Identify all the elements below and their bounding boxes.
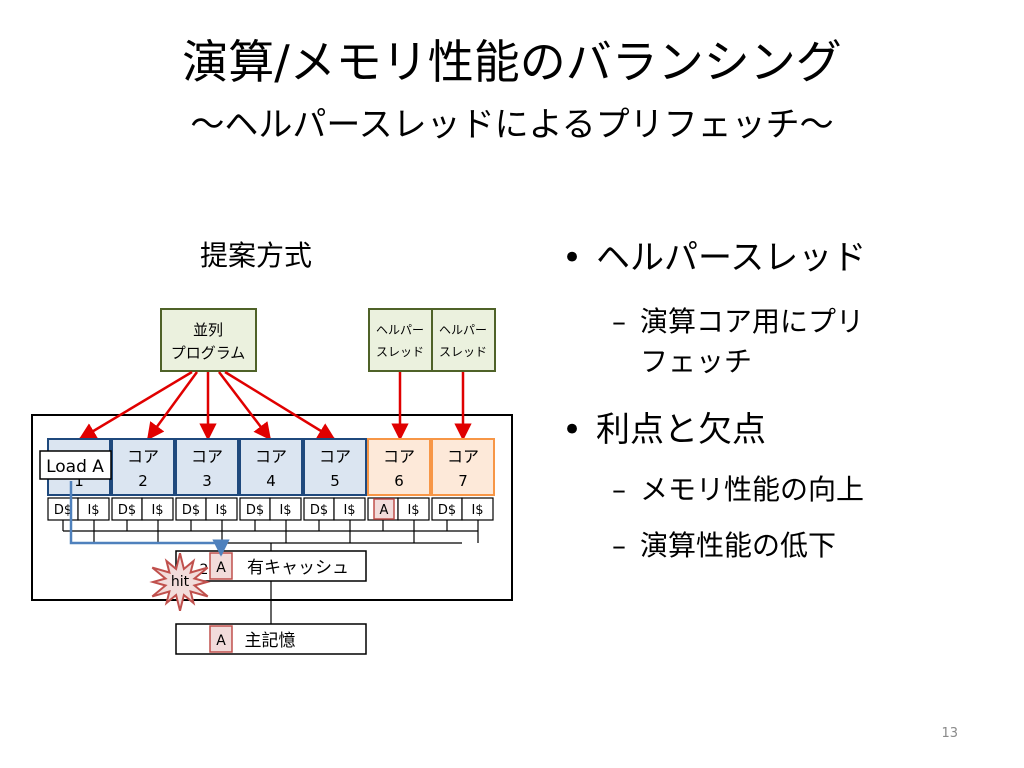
load-access-path — [69, 481, 230, 557]
icache-box — [205, 497, 238, 521]
shared-cache-box: 2 A 有キャッシュ — [175, 550, 367, 582]
dcache-label: D$ — [118, 503, 136, 518]
diagram-caption: 提案方式 — [200, 239, 313, 272]
shared-cache-label: 有キャッシュ — [247, 558, 349, 578]
icache-box — [77, 497, 110, 521]
icache-box — [461, 497, 494, 521]
thread-assignment-arrows — [78, 370, 472, 441]
sub-bullet-text: 演算性能の低下 — [640, 529, 837, 562]
helper-thread-line2: スレッド — [439, 345, 487, 359]
slide-subtitle: ～ヘルパースレッドによるプリフェッチ～ — [190, 105, 834, 145]
core-label: コア — [255, 447, 287, 466]
dcache-label: D$ — [438, 503, 456, 518]
sub-bullet-compute-down: – 演算性能の低下 — [612, 526, 837, 566]
core-number: 1 — [74, 472, 84, 490]
icache-label: I$ — [151, 503, 163, 518]
helper-thread-line1: ヘルパー — [439, 323, 487, 337]
dcache-label: D$ — [310, 503, 328, 518]
bullet-dot: • — [562, 238, 583, 278]
core-box — [239, 438, 303, 496]
chip-outline — [31, 414, 513, 601]
icache-label: I$ — [407, 503, 419, 518]
main-memory-box: A 主記憶 — [175, 623, 367, 655]
icache-box — [269, 497, 302, 521]
core-box — [303, 438, 367, 496]
core-label: コア — [447, 447, 479, 466]
core-7: コア 7D$ I$ — [431, 438, 495, 521]
core-number: 4 — [266, 472, 276, 490]
helper-thread-line1: ヘルパー — [376, 323, 424, 337]
helper-thread-box-1: ヘルパー スレッド — [368, 308, 433, 372]
prefetched-block-a-label: A — [380, 503, 389, 518]
bullet-pros-cons: • 利点と欠点 — [562, 408, 766, 452]
sub-bullet-dash: – — [612, 305, 626, 338]
core-3: コア 3D$ I$ — [175, 438, 239, 521]
core-number: 2 — [138, 472, 148, 490]
load-a-label: Load A — [39, 450, 112, 480]
icache-label: I$ — [279, 503, 291, 518]
parallel-program-line2: プログラム — [171, 344, 246, 362]
sub-bullet-prefetch-cont: フェッチ — [640, 342, 752, 382]
svg-text:Load A: Load A — [46, 457, 104, 477]
helper-thread-box-2: ヘルパー スレッド — [431, 308, 496, 372]
arrow-to-core-2 — [146, 371, 199, 441]
core-number: 3 — [202, 472, 212, 490]
main-memory-block-a — [209, 625, 233, 653]
bullet-text: ヘルパースレッド — [596, 238, 867, 278]
shared-cache-block-a-label: A — [216, 560, 226, 576]
icache-label: I$ — [87, 503, 99, 518]
icache-box — [141, 497, 174, 521]
core-number: 7 — [458, 472, 468, 490]
core-box — [367, 438, 431, 496]
bullet-dot: • — [562, 410, 583, 450]
core-label: コア — [127, 447, 159, 466]
parallel-program-line1: 並列 — [193, 321, 223, 339]
dcache-label: D$ — [182, 503, 200, 518]
icache-label: I$ — [471, 503, 483, 518]
page-number: 13 — [941, 726, 958, 741]
bullet-helper-thread: • ヘルパースレッド — [562, 236, 867, 280]
prefetched-block-a — [373, 498, 395, 520]
core-number: 5 — [330, 472, 340, 490]
core-label: コア — [383, 447, 415, 466]
parallel-program-box: 並列 プログラム — [160, 308, 257, 372]
slide-title: 演算/メモリ性能のバランシング — [182, 35, 842, 89]
bullet-text: 利点と欠点 — [596, 410, 766, 450]
core-box — [175, 438, 239, 496]
helper-thread-line2: スレッド — [376, 345, 424, 359]
sub-bullet-text: フェッチ — [640, 345, 753, 378]
hit-starburst: hit — [149, 552, 211, 612]
sub-bullet-text: メモリ性能の向上 — [640, 473, 865, 506]
core-2: コア 2D$ I$ — [111, 438, 175, 521]
arrow-to-core-4 — [218, 371, 272, 441]
core-4: コア 4D$ I$ — [239, 438, 303, 521]
sub-bullet-dash: – — [612, 529, 626, 562]
sub-bullet-text: 演算コア用にプリ — [640, 305, 865, 338]
core-5: コア 5D$ I$ — [303, 438, 367, 521]
bus-stubs — [62, 520, 479, 543]
arrow-to-core-1 — [78, 370, 193, 441]
core-number: 6 — [394, 472, 404, 490]
core-box — [111, 438, 175, 496]
dcache-label: D$ — [54, 503, 72, 518]
main-memory-block-a-label: A — [216, 633, 226, 649]
core-box — [431, 438, 495, 496]
hit-label: hit — [171, 574, 190, 590]
core-label: コア — [191, 447, 223, 466]
arrow-to-core-5 — [224, 370, 336, 441]
icache-box — [397, 497, 430, 521]
icache-box — [333, 497, 366, 521]
icache-label: I$ — [215, 503, 227, 518]
icache-label: I$ — [343, 503, 355, 518]
sub-bullet-dash: – — [612, 473, 626, 506]
sub-bullet-memory-up: – メモリ性能の向上 — [612, 470, 865, 510]
sub-bullet-prefetch: – 演算コア用にプリ — [612, 302, 865, 342]
core-6: コア 6A I$ — [367, 438, 431, 521]
main-memory-label: 主記憶 — [245, 631, 296, 651]
dcache-label: D$ — [246, 503, 264, 518]
core-label: コア — [319, 447, 351, 466]
